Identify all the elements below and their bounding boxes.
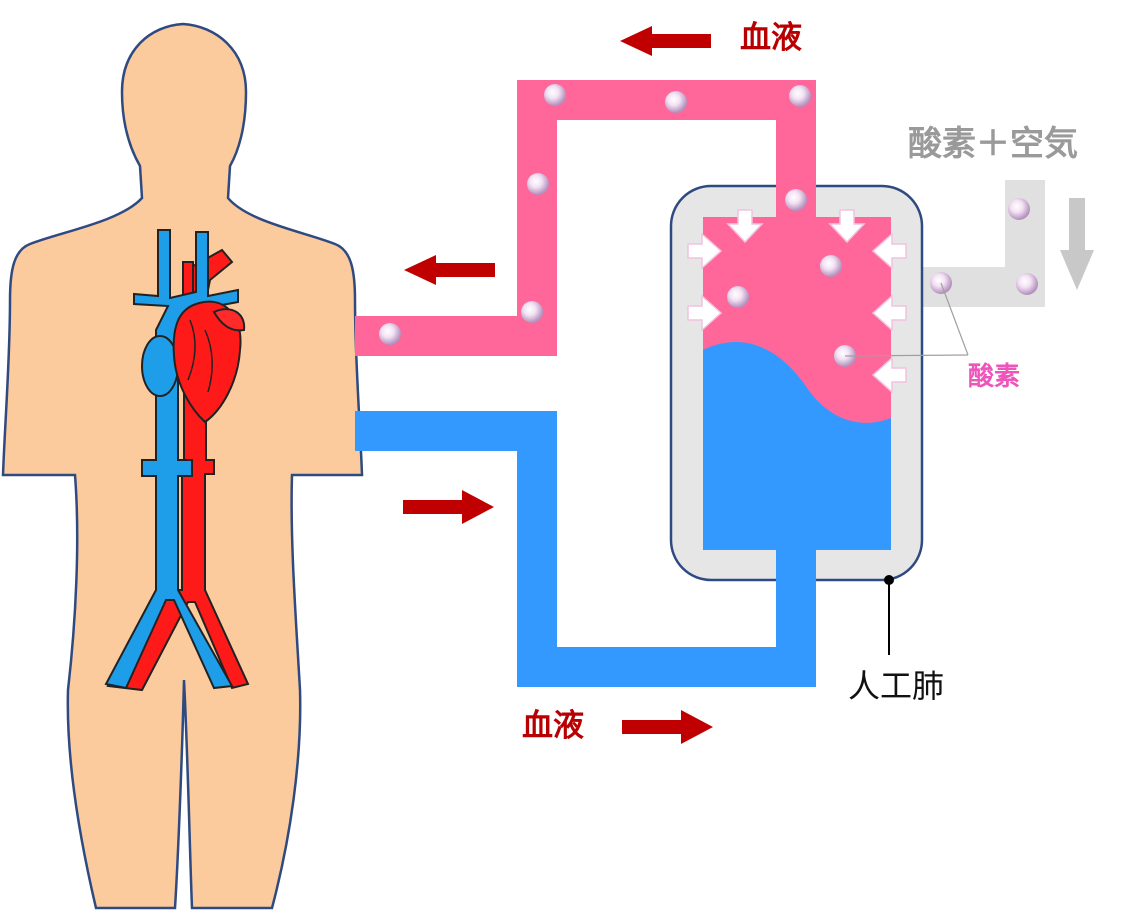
oxygen-air-label: 酸素＋空気 bbox=[908, 124, 1078, 164]
diffusion-arrow-icon bbox=[726, 209, 764, 244]
oxygen-molecule-icon bbox=[544, 84, 566, 106]
lung-leader-line bbox=[884, 575, 894, 655]
diffusion-arrow-icon bbox=[871, 356, 907, 394]
right-arrow-icon bbox=[403, 490, 494, 524]
oxygen-molecule-icon bbox=[665, 91, 687, 113]
diffusion-arrow-icon bbox=[828, 209, 866, 244]
oxygen-molecule-icon bbox=[785, 189, 807, 211]
oxygenated-blood-tube bbox=[355, 80, 816, 356]
down-arrow-icon bbox=[1060, 198, 1094, 290]
left-arrow-icon bbox=[620, 26, 711, 56]
diffusion-arrow-icon bbox=[687, 294, 723, 332]
oxygen-label: 酸素 bbox=[968, 362, 1021, 392]
flow-arrows bbox=[403, 26, 713, 744]
left-arrow-icon bbox=[404, 255, 495, 285]
deoxygenated-blood-tube bbox=[355, 411, 816, 687]
diffusion-arrow-icon bbox=[687, 232, 723, 270]
oxygen-molecule-icon bbox=[527, 173, 549, 195]
heart bbox=[172, 300, 246, 424]
diffusion-arrow-icon bbox=[871, 294, 907, 332]
right-arrow-icon bbox=[622, 710, 713, 744]
vein-blue bbox=[104, 229, 239, 690]
oxygen-molecule-icon bbox=[820, 255, 842, 277]
blood-label-top: 血液 bbox=[740, 20, 802, 56]
oxygen-diffusion-arrows bbox=[687, 209, 907, 394]
oxygen-molecule-icon bbox=[727, 286, 749, 308]
oxygen-molecule-icon bbox=[1008, 198, 1030, 220]
oxygen-molecule-icon bbox=[1016, 273, 1038, 295]
diffusion-arrow-icon bbox=[871, 232, 907, 270]
oxygen-leader-lines bbox=[844, 282, 969, 357]
blood-label-bottom: 血液 bbox=[522, 708, 584, 744]
oxygen-molecule-icon bbox=[379, 323, 401, 345]
artificial-lung-label: 人工肺 bbox=[848, 667, 945, 705]
oxygen-molecule-icon bbox=[789, 85, 811, 107]
artificial-lung bbox=[669, 180, 924, 583]
oxygen-molecule-icon bbox=[521, 301, 543, 323]
